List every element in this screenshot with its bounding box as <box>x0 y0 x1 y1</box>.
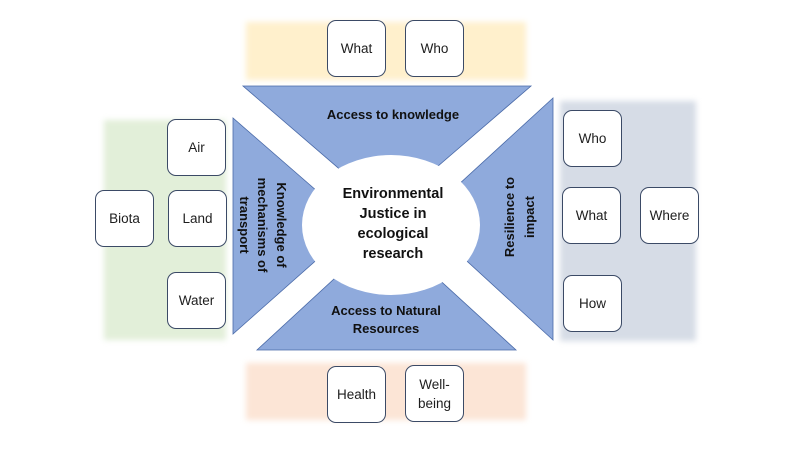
center-title-line: Environmental <box>342 186 444 202</box>
box-label-line: Well- <box>419 376 450 392</box>
box-label: Who <box>578 131 607 146</box>
segment-left-shape <box>232 117 357 335</box>
box-label: Land <box>182 211 213 226</box>
right-box-what: What <box>562 187 621 244</box>
top-box-who: Who <box>405 20 464 77</box>
right-box-how: How <box>563 275 622 332</box>
center-ellipse <box>302 155 480 295</box>
bottom-box-well-being: Well- being <box>405 365 464 422</box>
box-label: Who <box>420 41 449 56</box>
left-box-water: Water <box>167 272 226 329</box>
box-label: How <box>578 296 606 311</box>
bottom-group-band <box>246 363 526 420</box>
segment-left-label-line: mechanisms of <box>255 177 271 273</box>
segment-right-label-line: Resilience to <box>502 176 517 258</box>
segment-right-label-line: impact <box>521 196 537 238</box>
center-title-line: Justice in <box>359 206 427 222</box>
box-label: Water <box>178 293 215 308</box>
box-label: Air <box>188 140 205 155</box>
right-box-where: Where <box>640 187 699 244</box>
bottom-box-health: Health <box>327 366 386 423</box>
segment-left-label-line: transport <box>237 196 252 254</box>
segment-top-label-line: Access to knowledge <box>326 107 460 122</box>
left-box-biota: Biota <box>95 190 154 247</box>
box-label: What <box>575 208 608 223</box>
segment-bottom-label: Access to Natural Resources <box>286 302 486 338</box>
center-title-line: ecological <box>357 226 429 242</box>
box-label: Health <box>336 387 377 402</box>
center-title: Environmental Justice in ecological rese… <box>303 184 483 264</box>
segment-top-label: Access to knowledge <box>293 107 493 122</box>
box-label-line: being <box>417 395 452 411</box>
center-title-line: research <box>362 246 424 262</box>
segment-bottom-label-line: Resources <box>352 321 420 336</box>
box-label: Biota <box>109 211 140 226</box>
top-box-what: What <box>327 20 386 77</box>
segment-right-shape <box>420 97 554 341</box>
left-box-air: Air <box>167 119 226 176</box>
box-label: What <box>340 41 373 56</box>
right-box-who: Who <box>563 110 622 167</box>
top-group-band <box>246 22 526 80</box>
left-box-land: Land <box>168 190 227 247</box>
segment-right-label: Resilience to impact <box>500 117 539 317</box>
segment-bottom-label-line: Access to Natural <box>331 303 441 318</box>
segment-top-shape <box>241 85 533 211</box>
segment-left-label: Knowledge of mechanisms of transport <box>235 115 291 335</box>
box-label: Where <box>649 208 690 223</box>
